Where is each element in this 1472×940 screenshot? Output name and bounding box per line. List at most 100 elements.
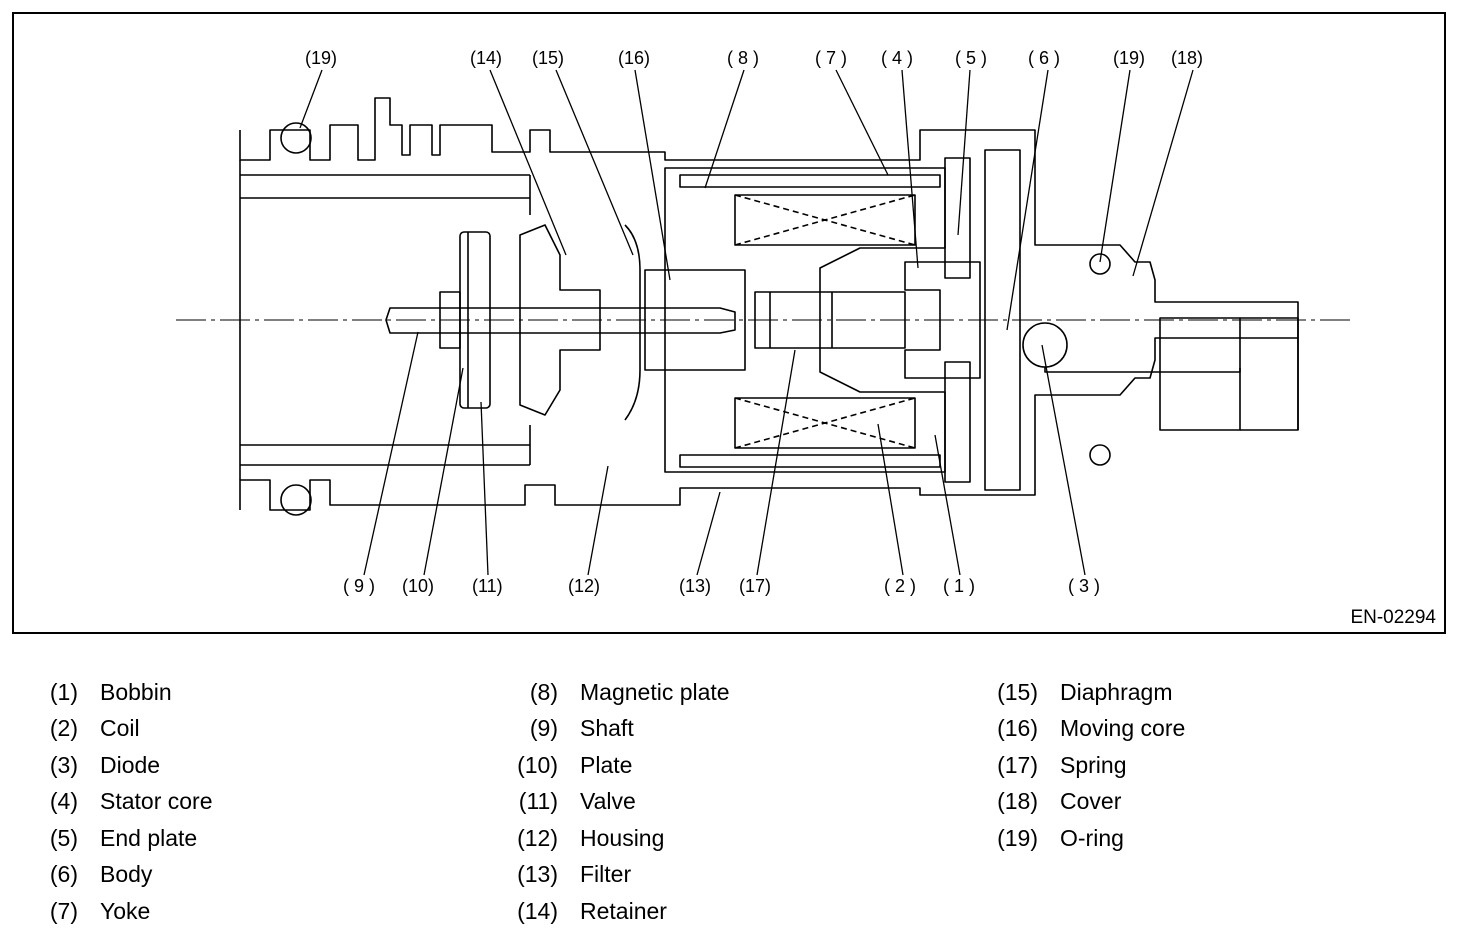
legend-number: (6) [49, 861, 78, 888]
legend-column-1: (1) Bobbin (2) Coil (3) Diode (4) Stator cor… [46, 674, 213, 930]
callout-19-left: (19) [305, 48, 337, 68]
o-ring-lower-right [1089, 444, 1111, 466]
legend-number: (5) [49, 824, 78, 851]
legend-item: (14) Retainer [512, 893, 730, 930]
legend-item: (18) Cover [992, 784, 1185, 821]
legend-column-3: (15) Diaphragm (16) Moving core (17) Spring… [992, 674, 1185, 857]
legend-number: (12) [517, 824, 558, 851]
legend-label: Bobbin [100, 678, 172, 705]
legend-item: (2) Coil [46, 711, 213, 748]
legend-label: Magnetic plate [580, 678, 730, 705]
legend-item: (5) End plate [46, 820, 213, 857]
end-plate-part [944, 157, 971, 279]
housing-outline-upper [239, 97, 1299, 430]
legend-number: (13) [517, 861, 558, 888]
cover-connector [1159, 317, 1241, 431]
legend-number: (17) [997, 751, 1038, 778]
legend-item: (15) Diaphragm [992, 674, 1185, 711]
callout-2: ( 2 ) [884, 576, 916, 596]
callout-7: ( 7 ) [815, 48, 847, 68]
callout-4: ( 4 ) [881, 48, 913, 68]
legend-item: (10) Plate [512, 747, 730, 784]
legend-number: (10) [517, 751, 558, 778]
legend-number: (19) [997, 824, 1038, 851]
coil-upper [734, 194, 916, 246]
legend-number: (9) [529, 715, 558, 742]
legend-item: (11)Valve [512, 784, 730, 821]
legend-item: (16) Moving core [992, 711, 1185, 748]
legend-number: (4) [49, 788, 78, 815]
legend-label: Filter [580, 861, 632, 888]
legend-item: (13) Filter [512, 857, 730, 894]
callout-10: (10) [402, 576, 434, 596]
o-ring-upper-right [1089, 253, 1111, 275]
legend-label: Stator core [100, 788, 213, 815]
legend-number: (1) [49, 678, 78, 705]
legend-number: (2) [49, 715, 78, 742]
legend-number: (15) [997, 678, 1038, 705]
legend-label: Housing [580, 824, 665, 851]
diagram-frame [12, 12, 1446, 634]
legend-item: (8) Magnetic plate [512, 674, 730, 711]
retainer-part [519, 224, 601, 416]
legend-item: (1) Bobbin [46, 674, 213, 711]
legend-label: Body [100, 861, 153, 888]
legend-item: (3) Diode [46, 747, 213, 784]
callout-17: (17) [739, 576, 771, 596]
body-part [984, 149, 1021, 491]
legend-label: Coil [100, 715, 140, 742]
callout-8: ( 8 ) [727, 48, 759, 68]
coil-lower [734, 397, 916, 449]
legend-label: Moving core [1060, 715, 1186, 742]
legend-label: Shaft [580, 715, 634, 742]
legend-number: (8) [529, 678, 558, 705]
callout-15: (15) [532, 48, 564, 68]
legend-label: Plate [580, 751, 633, 778]
legend-item: (12) Housing [512, 820, 730, 857]
legend-label: Diaphragm [1060, 678, 1173, 705]
legend-number: (14) [517, 897, 558, 924]
legend-number: (18) [997, 788, 1038, 815]
yoke-part [679, 174, 941, 188]
legend-number: (11) [518, 788, 558, 815]
legend-number: (16) [997, 715, 1038, 742]
legend-label: Retainer [580, 897, 667, 924]
legend-column-2: (8) Magnetic plate (9) Shaft (10) Plate (11… [512, 674, 730, 930]
legend-label: End plate [100, 824, 198, 851]
o-ring-upper-left [280, 122, 312, 154]
callout-9: ( 9 ) [343, 576, 375, 596]
callout-12: (12) [568, 576, 600, 596]
callout-labels: (19) (14) (15) (16) ( 8 ) ( 7 ) ( 4 ) ( … [305, 48, 1203, 596]
legend-item: (4) Stator core [46, 784, 213, 821]
legend-item: (9) Shaft [512, 711, 730, 748]
housing-outline-lower [239, 337, 1298, 511]
callout-3: ( 3 ) [1068, 576, 1100, 596]
legend-item: (19) O-ring [992, 820, 1185, 857]
legend-item: (6) Body [46, 857, 213, 894]
legend-number: (3) [49, 751, 78, 778]
diaphragm-part [624, 224, 641, 421]
callout-16: (16) [618, 48, 650, 68]
callout-1: ( 1 ) [943, 576, 975, 596]
legend-label: Spring [1060, 751, 1127, 778]
legend-label: Diode [100, 751, 161, 778]
legend-number: (7) [49, 897, 78, 924]
callout-14: (14) [470, 48, 502, 68]
callout-5: ( 5 ) [955, 48, 987, 68]
legend-item: (17) Spring [992, 747, 1185, 784]
callout-19-right: (19) [1113, 48, 1145, 68]
callout-13: (13) [679, 576, 711, 596]
o-ring-lower-left [280, 484, 312, 516]
leader-lines [299, 69, 1194, 576]
shaft-part [385, 307, 736, 334]
legend-label: Cover [1060, 788, 1122, 815]
moving-core-part [644, 269, 746, 371]
valve-disc-part [459, 231, 491, 409]
spring-part [754, 291, 906, 349]
callout-6: ( 6 ) [1028, 48, 1060, 68]
legend-label: O-ring [1060, 824, 1124, 851]
callout-18: (18) [1171, 48, 1203, 68]
legend-item: (7)Yoke [46, 893, 213, 930]
callout-11: (11) [472, 576, 503, 596]
